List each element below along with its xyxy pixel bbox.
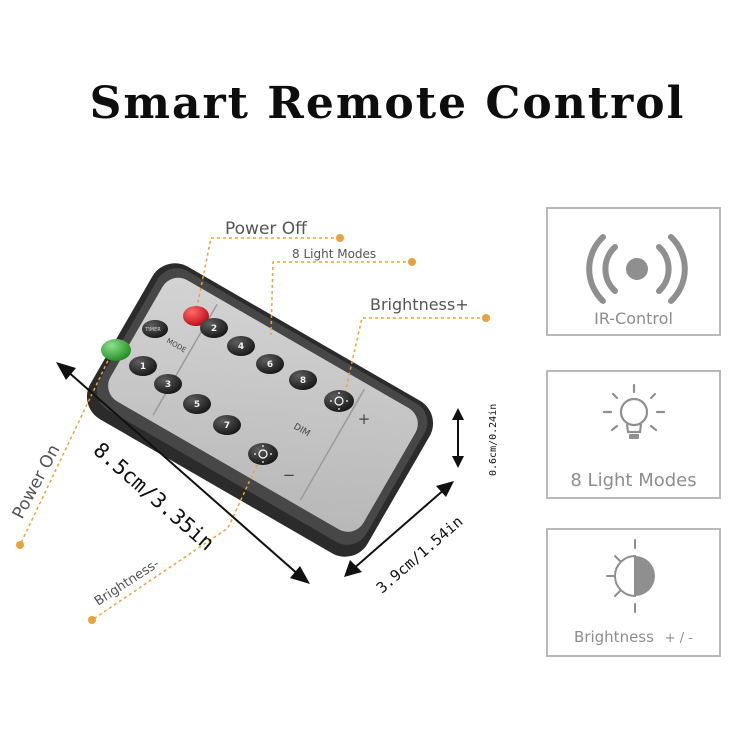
brightness-plus-button — [324, 390, 354, 412]
power-on-button — [101, 339, 131, 361]
ir-signal-icon — [586, 234, 688, 304]
svg-text:7: 7 — [224, 421, 230, 431]
feature-label: Brightness + / - — [548, 628, 719, 646]
brightness-label: Brightness — [574, 628, 654, 646]
brightness-icon — [606, 539, 655, 613]
svg-text:5: 5 — [194, 400, 200, 410]
feature-ir-control: IR-Control — [546, 207, 721, 336]
feature-brightness: Brightness + / - — [546, 528, 721, 657]
brightness-minus-button — [248, 443, 278, 465]
thickness-dimension: 0.6cm/0.24in — [488, 404, 499, 476]
svg-text:3: 3 — [165, 380, 171, 390]
svg-text:6: 6 — [267, 360, 273, 370]
callout-dots — [16, 234, 490, 624]
number-keys — [129, 318, 317, 435]
power-on-callout: Power On — [9, 441, 65, 522]
brightness-plus-callout: Brightness+ — [370, 295, 469, 314]
callout-lines — [19, 237, 486, 621]
dimension-arrows — [56, 362, 464, 584]
svg-text:2: 2 — [211, 324, 217, 334]
brightness-minus-callout: Brightness- — [92, 556, 162, 609]
feature-label: IR-Control — [594, 309, 673, 328]
feature-label: 8 Light Modes — [570, 470, 697, 491]
number-key-labels: 2 4 6 8 1 3 5 7 — [140, 324, 306, 431]
light-modes-callout: 8 Light Modes — [292, 247, 376, 261]
plus-label: + — [358, 410, 371, 428]
minus-label: − — [283, 466, 296, 484]
lightbulb-icon — [602, 383, 666, 439]
feature-light-modes: 8 Light Modes — [546, 370, 721, 499]
svg-text:8: 8 — [300, 376, 306, 386]
timer-button — [142, 320, 168, 338]
brightness-suffix: + / - — [664, 631, 693, 646]
page-title: Smart Remote Control — [89, 78, 686, 129]
remote-face — [108, 277, 418, 532]
svg-text:4: 4 — [238, 342, 244, 352]
svg-text:1: 1 — [140, 362, 146, 372]
width-dimension: 3.9cm/1.54in — [373, 512, 467, 597]
power-off-callout: Power Off — [225, 219, 308, 239]
remote-illustration: 2 4 6 8 1 3 5 7 MODE TIMER DIM + − Power… — [9, 219, 499, 624]
timer-label: TIMER — [144, 327, 161, 333]
power-off-button — [183, 306, 209, 326]
